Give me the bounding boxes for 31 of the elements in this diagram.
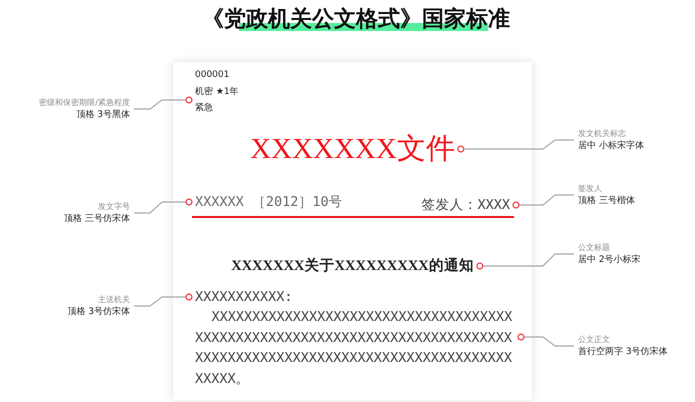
document-title: XXXXXXX关于XXXXXXXXX的通知 [231,257,474,275]
leader-line [512,194,574,208]
annotation-note: 顶格 三号楷体 [578,195,635,208]
annotation-label: 密级和保密期限/紧急程度 [39,96,130,109]
annotation-note: 顶格 三号仿宋体 [64,213,130,226]
leader-line [457,140,574,152]
annotation-label: 签发人 [578,182,602,195]
document-number: 000001 [195,69,230,82]
leader-line [476,254,574,270]
annotation-label: 发文字号 [98,200,130,213]
classification-text: 机密 ★1年 [195,86,239,99]
document-reference: XXXXXX ［2012］10号 [195,194,343,210]
leader-line [134,198,192,214]
leader-line [134,96,192,110]
leader-line [134,294,192,306]
leader-line [518,334,574,346]
annotation-label: 发文机关标志 [578,127,626,140]
annotation-note: 居中 2号小标宋 [578,254,641,267]
annotation-label: 公文标题 [578,241,610,254]
annotation-note: 顶格 3号黑体 [76,109,130,122]
annotation-note: 顶格 3号仿宋体 [67,306,130,319]
annotation-note: 居中 小标宋字体 [578,140,644,153]
issuer-heading: XXXXXXX文件 [250,132,455,166]
urgency-text: 紧急 [195,102,213,115]
addressee-text: XXXXXXXXXXX: [195,289,293,305]
annotation-note: 首行空两字 3号仿宋体 [578,346,668,359]
body-paragraph: XXXXXXXXXXXXXXXXXXXXXXXXXXXXXXXXXXXXXXXXXXXXXXXXXXXXXXXXXXXXXXXXXXXXXXXXXXXXXXXXXXXXXXXXXXXXXXXXXXXXXXXXXXXXXXXXXXXXXXXX。 [195,307,515,389]
signer-text: 签发人：XXXX [421,197,510,213]
document-page [173,62,532,400]
annotation-label: 主送机关 [98,293,130,306]
annotation-label: 公文正文 [578,333,610,346]
